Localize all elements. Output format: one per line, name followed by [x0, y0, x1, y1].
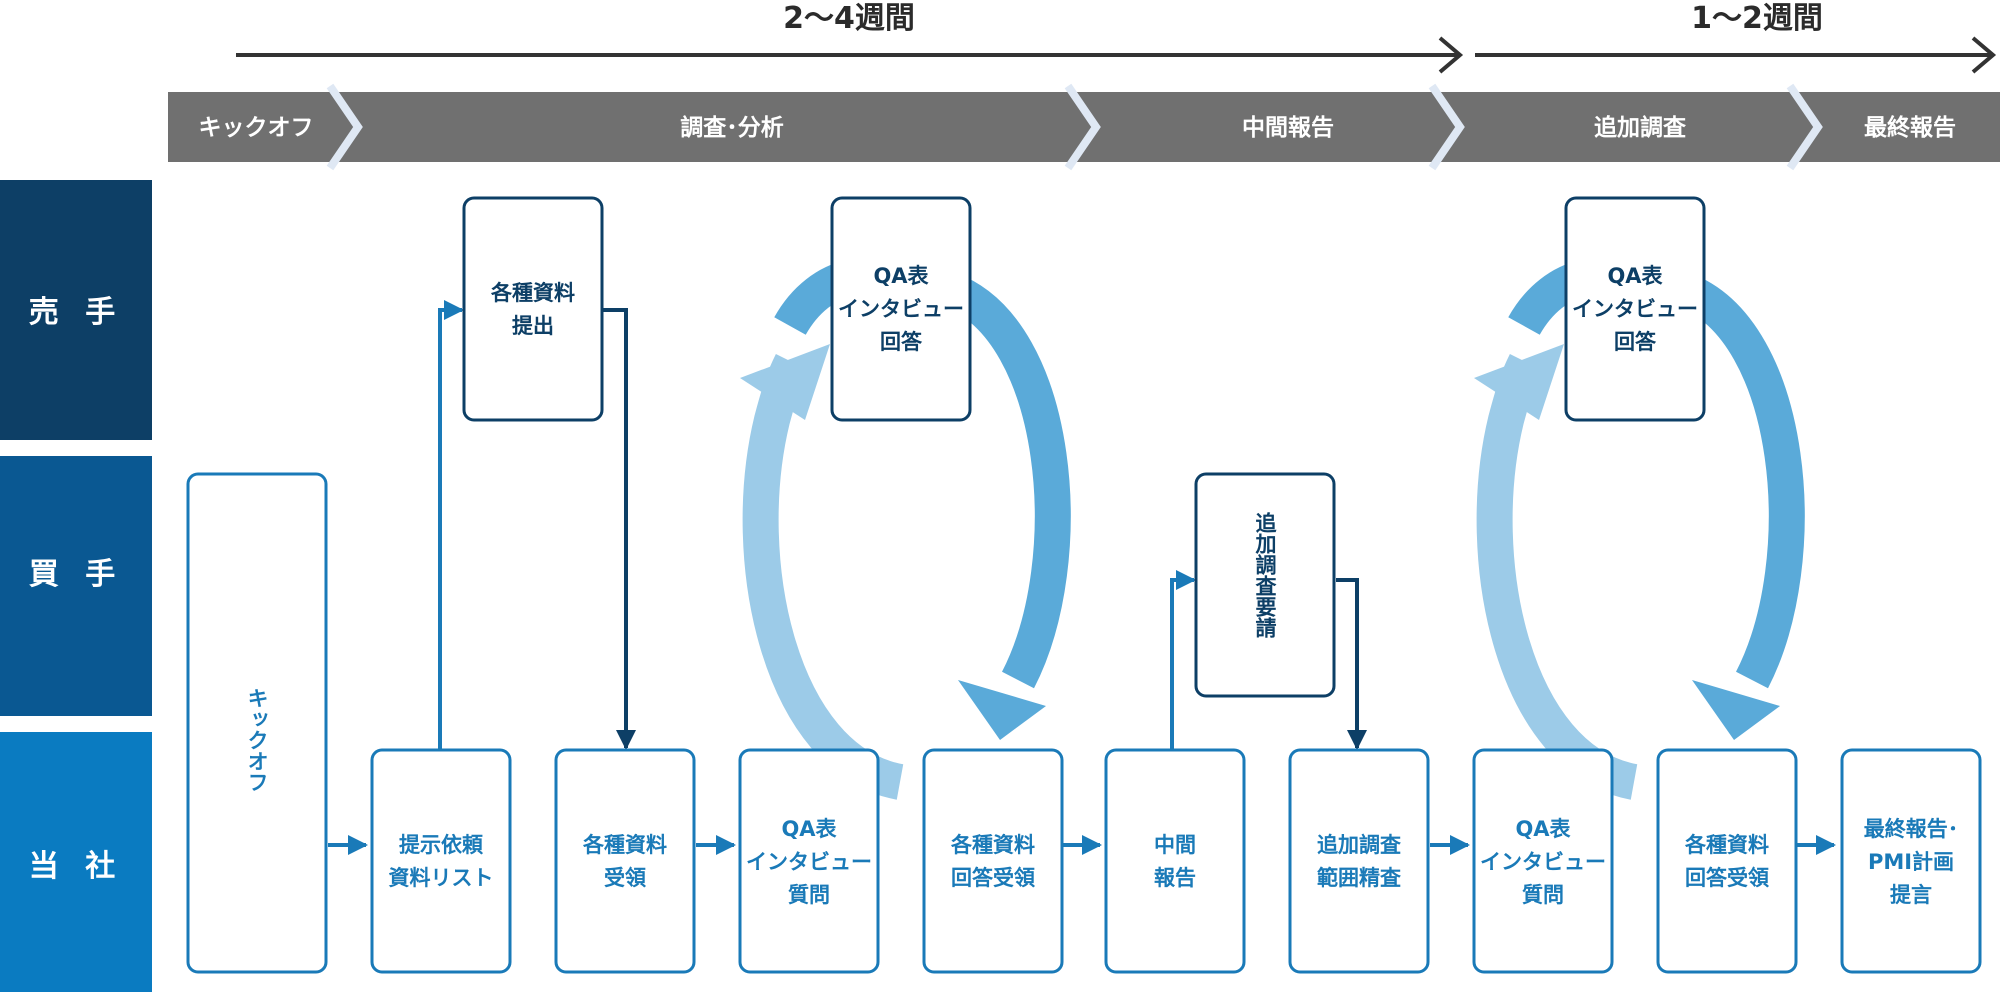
box-teiji-line1: 提示依頼 — [399, 833, 484, 857]
phase-investigation: 調査･分析 — [680, 114, 784, 141]
box-teiji-line2: 資料リスト — [389, 866, 494, 890]
box-qa2: QA表 インタビュー 質問 — [1472, 748, 1614, 974]
flow-arrow — [1336, 578, 1367, 750]
box-answer-recv2-frame — [1656, 748, 1798, 974]
lane-seller-label: 売 手 — [29, 295, 123, 330]
phase-final-report: 最終報告 — [1864, 114, 1956, 141]
box-final-line3: 提言 — [1890, 883, 1932, 907]
swimlanes: 売 手 買 手 当 社 — [0, 180, 152, 992]
cycle-arrow-down — [1676, 273, 1805, 689]
phase-interim-report: 中間報告 — [1242, 114, 1334, 141]
box-buyer-request: 追加調査要請 — [1194, 472, 1336, 698]
box-answer-recv1-frame — [922, 748, 1064, 974]
timeline: 2〜4週間 1〜2週間 — [236, 1, 1997, 74]
phase-chevron — [1064, 83, 1101, 171]
box-answer-recv1: 各種資料 回答受領 — [922, 748, 1064, 974]
box-interim: 中間 報告 — [1104, 748, 1246, 974]
box-answer-recv1-line2: 回答受領 — [951, 866, 1036, 890]
box-receive-line1: 各種資料 — [582, 833, 667, 857]
lane-seller — [0, 180, 152, 440]
cycle-arrowhead-up — [1474, 344, 1564, 420]
phase-chevron — [1428, 83, 1465, 171]
box-receive: 各種資料 受領 — [554, 748, 696, 974]
box-seller-answer2-frame — [1564, 196, 1706, 422]
box-buyer-request-label: 追加調査要請 — [1253, 511, 1278, 638]
box-seller-submit: 各種資料 提出 — [462, 196, 604, 422]
cycle-arrow-up — [1476, 353, 1639, 800]
box-qa1-line1: QA表 — [781, 817, 837, 841]
box-kickoff-label: キックオフ — [245, 688, 269, 793]
box-scope-frame — [1288, 748, 1430, 974]
lane-us-label: 当 社 — [29, 849, 123, 884]
cycle-arrowhead-down — [958, 680, 1046, 740]
lane-buyer — [0, 456, 152, 716]
flow-arrow — [438, 300, 464, 750]
box-kickoff: キックオフ — [186, 472, 328, 974]
box-qa2-frame — [1472, 748, 1614, 974]
flow-arrow — [1170, 570, 1196, 750]
box-teiji-frame — [370, 748, 512, 974]
flow-arrow — [603, 308, 636, 750]
box-interim-line1: 中間 — [1154, 833, 1196, 857]
box-seller-answer1-line3: 回答 — [880, 330, 923, 354]
box-interim-line2: 報告 — [1154, 866, 1196, 890]
box-scope-line1: 追加調査 — [1317, 833, 1401, 857]
phase-kickoff: キックオフ — [199, 115, 314, 141]
box-seller-answer1: QA表 インタビュー 回答 — [830, 196, 972, 422]
box-seller-answer2-line1: QA表 — [1607, 264, 1663, 288]
phase-additional-investigation: 追加調査 — [1594, 114, 1686, 141]
box-seller-submit-frame — [462, 196, 604, 422]
box-qa1-frame — [738, 748, 880, 974]
box-interim-frame — [1104, 748, 1246, 974]
box-seller-answer2-line2: インタビュー — [1572, 297, 1698, 321]
box-teiji: 提示依頼 資料リスト — [370, 748, 512, 974]
box-seller-answer1-line2: インタビュー — [838, 297, 964, 321]
box-qa1-line2: インタビュー — [746, 850, 872, 874]
lane-buyer-label: 買 手 — [29, 557, 123, 592]
box-seller-answer1-frame — [830, 196, 972, 422]
box-final-line1: 最終報告･ — [1864, 817, 1959, 841]
box-seller-answer2: QA表 インタビュー 回答 — [1564, 196, 1706, 422]
box-receive-line2: 受領 — [604, 866, 647, 890]
cycle-arrow-up — [742, 353, 905, 800]
box-buyer-request-frame — [1194, 472, 1336, 698]
box-scope: 追加調査 範囲精査 — [1288, 748, 1430, 974]
duration-arrowhead-1 — [1438, 36, 1464, 74]
phase-chevron — [326, 83, 363, 171]
box-seller-submit-line1: 各種資料 — [490, 281, 575, 305]
box-qa2-line1: QA表 — [1515, 817, 1571, 841]
box-final-frame — [1840, 748, 1982, 974]
box-qa1: QA表 インタビュー 質問 — [738, 748, 880, 974]
box-final: 最終報告･ PMI計画 提言 — [1840, 748, 1982, 974]
flow-connectors — [328, 300, 1836, 855]
box-final-line2: PMI計画 — [1868, 850, 1954, 874]
box-scope-line2: 範囲精査 — [1317, 866, 1401, 890]
phase-chevron — [1786, 83, 1823, 171]
box-qa2-line2: インタビュー — [1480, 850, 1606, 874]
duration-label-2: 1〜2週間 — [1691, 1, 1823, 36]
cycle-arrow-down — [942, 273, 1071, 689]
lane-us — [0, 732, 152, 992]
duration-arrowhead-2 — [1971, 36, 1997, 74]
box-seller-answer2-line3: 回答 — [1614, 330, 1657, 354]
box-answer-recv2-line1: 各種資料 — [1684, 833, 1769, 857]
phase-bar: キックオフ 調査･分析 中間報告 追加調査 最終報告 — [168, 83, 2000, 171]
duration-label-1: 2〜4週間 — [783, 1, 915, 36]
box-answer-recv1-line1: 各種資料 — [950, 833, 1035, 857]
cycle-arrowhead-down — [1692, 680, 1780, 740]
box-answer-recv2-line2: 回答受領 — [1685, 866, 1770, 890]
box-qa1-line3: 質問 — [788, 883, 830, 907]
box-answer-recv2: 各種資料 回答受領 — [1656, 748, 1798, 974]
box-seller-submit-line2: 提出 — [512, 314, 554, 338]
box-receive-frame — [554, 748, 696, 974]
cycle-arrowhead-up — [740, 344, 830, 420]
box-seller-answer1-line1: QA表 — [873, 264, 929, 288]
box-kickoff-frame — [186, 472, 328, 974]
box-qa2-line3: 質問 — [1522, 883, 1564, 907]
